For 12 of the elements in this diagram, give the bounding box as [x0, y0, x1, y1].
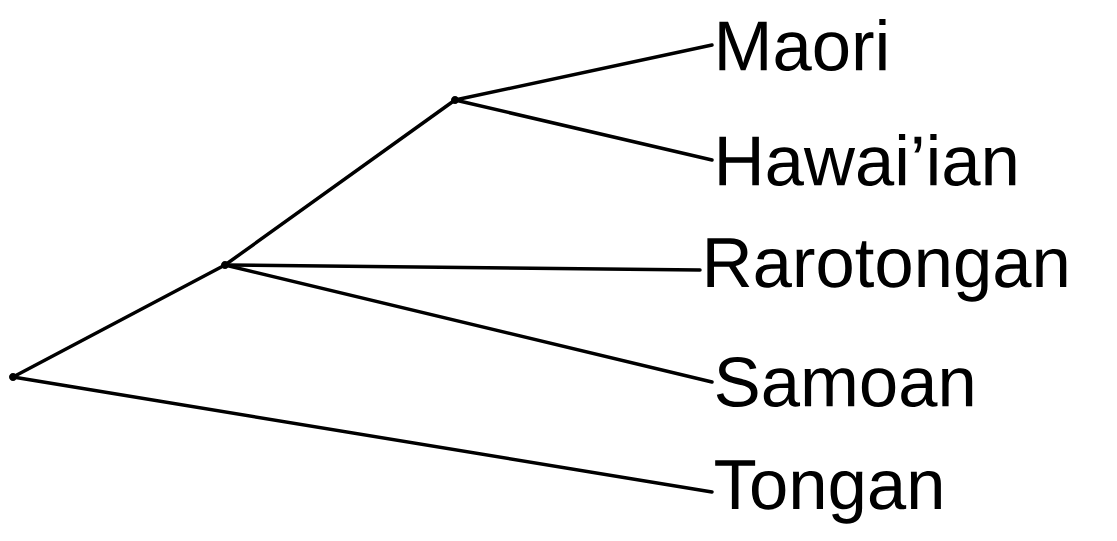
leaf-label: Maori [719, 19, 886, 71]
branch-point [9, 373, 17, 381]
leaf-label: Tongan [715, 460, 941, 524]
leaf-label: Hawai’ian [719, 134, 1016, 186]
branch-point [451, 96, 459, 104]
tree-branch [453, 43, 714, 102]
tree-branch [453, 98, 714, 162]
tree-branch [223, 263, 702, 272]
leaf-label: Samoan [716, 357, 973, 407]
tree-branch [11, 375, 714, 494]
leaf-label: Rarotongan [707, 238, 1067, 302]
tree-branch [223, 263, 714, 384]
